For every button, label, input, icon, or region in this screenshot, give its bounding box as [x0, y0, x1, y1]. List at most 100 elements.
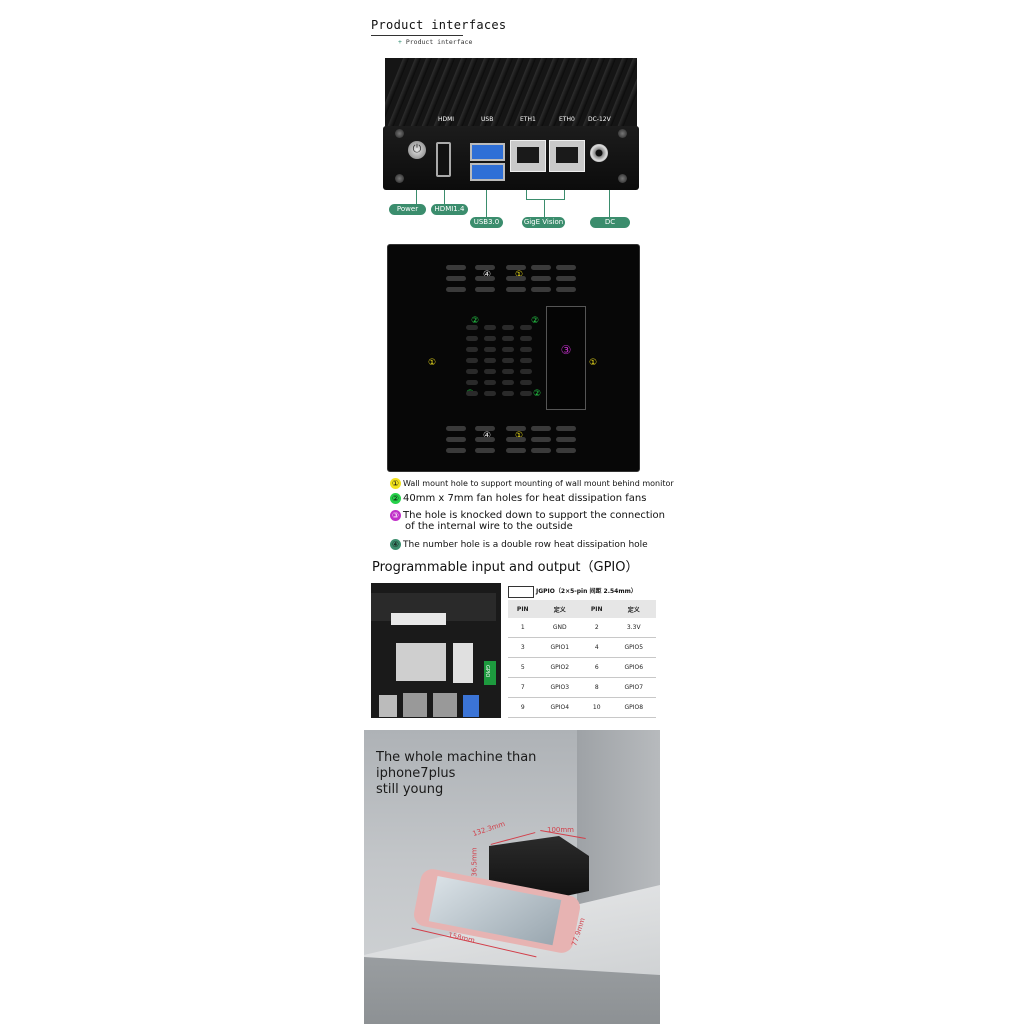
dc-jack: [590, 144, 608, 162]
ram-label: [391, 613, 446, 625]
heatsink-fin: [385, 58, 414, 128]
headline-line: iphone7plus: [376, 766, 456, 781]
vent-slot: [475, 448, 495, 453]
vent-slot: [506, 265, 526, 270]
fan-slot: [484, 358, 496, 363]
tag-usb: USB3.0: [470, 217, 503, 228]
cell: 7: [508, 677, 538, 698]
cell: 2: [581, 618, 612, 638]
fan-slot: [484, 325, 496, 330]
vent-slot: [475, 426, 495, 431]
vent-slot: [446, 287, 466, 292]
vent-slot: [556, 265, 576, 270]
dim-depth: 132.3mm: [471, 819, 507, 839]
vent-slot: [556, 276, 576, 281]
marker-icon: ①: [390, 478, 401, 489]
fan-slot: [484, 369, 496, 374]
bottom-view: ④ ① ② ② ② ② ③ ① ① ④ ①: [387, 244, 640, 472]
fan-slot: [466, 380, 478, 385]
cell: GPIO1: [537, 637, 582, 658]
marker-1-left: ①: [427, 358, 437, 368]
cell: GPIO6: [611, 657, 656, 678]
vent-slot: [446, 448, 466, 453]
column-header: 定义: [611, 600, 656, 618]
dim-width: 100mm: [547, 826, 574, 834]
size-comparison-photo: The whole machine than iphone7plus still…: [364, 730, 660, 1024]
fan-slot: [502, 358, 514, 363]
legend-text: Wall mount hole to support mounting of w…: [403, 479, 674, 488]
legend-text: The number hole is a double row heat dis…: [403, 540, 648, 550]
section-subtitle-text: Product interface: [405, 38, 473, 46]
section-subtitle: + Product interface: [398, 38, 472, 46]
column-header: PIN: [581, 600, 612, 618]
port-label-eth1: ETH1: [520, 116, 536, 123]
cell: GPIO3: [537, 677, 582, 698]
motherboard-photo: GPIO: [371, 583, 501, 718]
dim-height: 36.5mm: [470, 847, 479, 877]
gpio-header-label: JGPIO（2×5-pin 间距 2.54mm）: [536, 588, 637, 595]
cell: GPIO5: [611, 637, 656, 658]
fan-slot: [520, 358, 532, 363]
vent-slot: [446, 276, 466, 281]
vent-slot: [531, 287, 551, 292]
marker-3: ③: [560, 343, 572, 357]
front-panel: ⏻ HDMI USB ETH1 ETH0 DC-12V: [383, 116, 639, 190]
screw-icon: [395, 129, 404, 138]
vent-slot: [531, 265, 551, 270]
screw-icon: [395, 174, 404, 183]
marker-1-bottom: ①: [514, 431, 524, 441]
section-title-interfaces: Product interfaces: [371, 18, 507, 32]
heatsink-top: [385, 58, 637, 128]
tag-dc: DC: [590, 217, 630, 228]
connector-line: [544, 199, 545, 217]
gige-bracket: [526, 190, 565, 200]
fan-slot: [484, 391, 496, 396]
vent-slot: [531, 276, 551, 281]
screw-icon: [618, 174, 627, 183]
cell: 3.3V: [611, 618, 656, 638]
connector-line: [416, 190, 417, 204]
connector-line: [609, 190, 610, 217]
cell: 1: [508, 618, 538, 638]
cell: 10: [581, 697, 612, 718]
power-button[interactable]: ⏻: [408, 141, 426, 159]
marker-4-top: ④: [482, 270, 492, 280]
marker-icon: ④: [390, 539, 401, 550]
fan-slot: [466, 391, 478, 396]
port-label-hdmi: HDMI: [438, 116, 455, 123]
plus-icon: +: [398, 38, 402, 46]
column-header: 定义: [537, 600, 582, 618]
gpio-board-label: GPIO: [484, 665, 490, 678]
vent-slot: [506, 448, 526, 453]
pin-header-icon: [508, 586, 534, 598]
fan-slot: [502, 347, 514, 352]
tag-gige-vision: GigE Vision: [522, 217, 565, 228]
eth-connector: [403, 693, 427, 717]
vent-slot: [446, 265, 466, 270]
fan-slot: [520, 325, 532, 330]
column-header: PIN: [508, 600, 538, 618]
vent-slot: [475, 437, 495, 442]
power-icon: ⏻: [412, 142, 422, 155]
knockout-panel: [546, 306, 586, 410]
cell: 9: [508, 697, 538, 718]
fan-slot: [502, 391, 514, 396]
title-underline: [371, 35, 463, 36]
table-header-row: PIN 定义 PIN 定义: [508, 600, 656, 618]
eth0-port: [549, 140, 585, 172]
fan-slot: [502, 369, 514, 374]
fan-slot: [484, 380, 496, 385]
fan-slot: [466, 347, 478, 352]
cell: 4: [581, 637, 612, 658]
legend-text-cont: of the internal wire to the outside: [405, 521, 573, 532]
vent-slot: [506, 437, 526, 442]
port-label-eth0: ETH0: [559, 116, 575, 123]
cell: GPIO4: [537, 697, 582, 718]
eth1-port: [510, 140, 546, 172]
port-label-usb: USB: [481, 116, 494, 123]
marker-2-tl: ②: [470, 316, 480, 326]
